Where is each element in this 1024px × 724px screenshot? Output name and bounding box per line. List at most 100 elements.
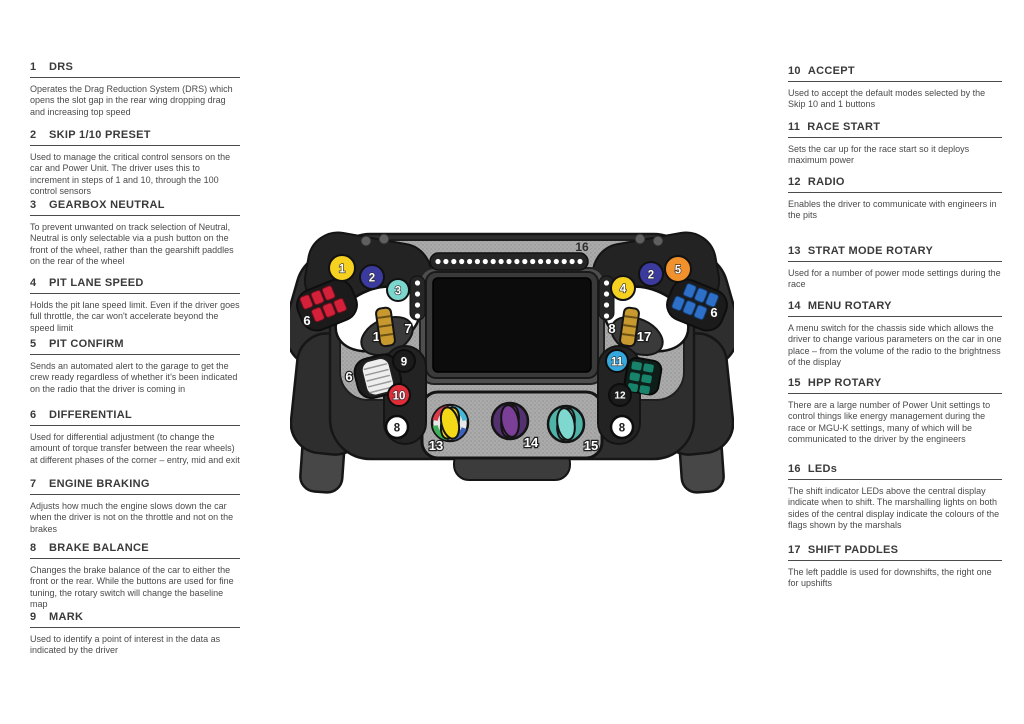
screw-icon <box>652 235 664 247</box>
legend-item-description: Adjusts how much the engine slows down t… <box>30 501 234 534</box>
legend-item-title: ACCEPT <box>807 65 855 77</box>
legend-item-number: 6 <box>30 409 37 421</box>
radio-button-number: 12 <box>614 391 626 402</box>
legend-item-number: 3 <box>30 199 37 211</box>
screw-icon <box>634 233 646 245</box>
race-start-button-number: 11 <box>611 357 624 369</box>
legend-item-title: DIFFERENTIAL <box>49 409 133 421</box>
legend-item-description: The shift indicator LEDs above the centr… <box>788 486 1000 530</box>
callout-16: 16 <box>575 240 589 254</box>
right-marshal-leds <box>603 280 610 319</box>
legend-item-heading: 10 ACCEPT <box>788 66 1002 82</box>
legend-item-heading: 7 ENGINE BRAKING <box>30 479 240 495</box>
rocker-key <box>641 374 652 384</box>
drs-button <box>328 254 356 282</box>
skip-button-number: 2 <box>648 270 654 282</box>
central-display <box>432 277 592 373</box>
legend-item-number: 16 <box>788 463 801 475</box>
callout-7: 7 <box>404 321 411 336</box>
pit-lane-button-number: 4 <box>620 284 627 296</box>
hpp-rotary <box>546 404 586 444</box>
legend-item-heading: 16 LEDs <box>788 464 1002 480</box>
callout-6-right: 6 <box>710 305 717 320</box>
legend-item-description: There are a large number of Power Unit s… <box>788 400 991 444</box>
legend-item-title: SKIP 1/10 PRESET <box>49 129 151 141</box>
rocker-key <box>693 304 708 320</box>
radio-button <box>608 383 632 407</box>
rocker-key <box>333 297 348 314</box>
legend-item-title: GEARBOX NEUTRAL <box>49 199 165 211</box>
legend-item-number: 17 <box>788 544 801 556</box>
legend-item-description: Changes the brake balance of the car to … <box>30 565 234 609</box>
rocker-key <box>311 306 325 323</box>
legend-item-description: Holds the pit lane speed limit. Even if … <box>30 300 240 333</box>
legend-item-description: Used to identify a point of interest in … <box>30 634 221 656</box>
legend-item-title: DRS <box>49 61 74 73</box>
left-marshal-lights <box>409 275 426 321</box>
brake-balance-button-right <box>609 414 635 440</box>
legend-item-title: MARK <box>49 611 84 623</box>
legend-item-title: ENGINE BRAKING <box>49 478 150 490</box>
legend-item-heading: 5 PIT CONFIRM <box>30 339 240 355</box>
legend-item-heading: 3 GEARBOX NEUTRAL <box>30 200 240 216</box>
gearbox-neutral-button <box>386 278 410 302</box>
skip-button-number: 2 <box>369 273 375 285</box>
legend-item-description: Operates the Drag Reduction System (DRS)… <box>30 84 233 117</box>
legend-item-title: LEDs <box>807 463 838 475</box>
legend-item-heading: 6 DIFFERENTIAL <box>30 410 240 426</box>
legend-item-title: SHIFT PADDLES <box>807 544 899 556</box>
menu-rotary <box>490 401 530 441</box>
pit-confirm-button-number: 5 <box>675 265 682 277</box>
legend-item-7: 7 ENGINE BRAKING Adjusts how much the engi… <box>30 479 240 535</box>
brake-balance-rotary <box>619 306 640 348</box>
rocker-key <box>631 361 642 371</box>
rocker-key <box>694 287 708 303</box>
callout-14: 14 <box>524 435 539 450</box>
steering-wheel-svg: 17 17 6 6 16 <box>290 231 734 494</box>
legend-item-number: 10 <box>788 65 801 77</box>
left-diff-rocker <box>296 278 358 332</box>
rocker-key <box>682 300 697 316</box>
legend-item-number: 5 <box>30 338 37 350</box>
brake-balance-button-left <box>384 414 410 440</box>
rocker-key <box>310 289 325 306</box>
legend-item-heading: 1 DRS <box>30 62 240 78</box>
legend-item-2: 2 SKIP 1/10 PRESET Used to manage the crit… <box>30 130 240 197</box>
left-legend-column: 1 DRS Operates the Drag Reduction System (… <box>30 0 240 724</box>
pit-confirm-button <box>664 255 692 283</box>
legend-item-number: 13 <box>788 245 801 257</box>
legend-item-number: 1 <box>30 61 37 73</box>
rocker-key <box>321 285 336 301</box>
brake-balance-button-number: 8 <box>394 423 401 435</box>
legend-item-number: 12 <box>788 176 801 188</box>
race-start-button <box>605 349 629 373</box>
accept-button-number: 10 <box>393 391 406 403</box>
differential-rotary <box>353 353 403 400</box>
legend-item-description: A menu switch for the chassis side which… <box>788 323 1002 367</box>
radio-rocker <box>623 356 663 396</box>
legend-item-number: 7 <box>30 478 37 490</box>
legend-item-number: 9 <box>30 611 37 623</box>
legend-item-title: MENU ROTARY <box>807 300 892 312</box>
rocker-key <box>629 372 641 382</box>
legend-item-title: BRAKE BALANCE <box>49 542 149 554</box>
engine-braking-rotary <box>375 306 396 348</box>
legend-item-title: PIT CONFIRM <box>49 338 124 350</box>
legend-item-number: 2 <box>30 129 37 141</box>
callout-17-right: 17 <box>637 329 651 344</box>
left-marshal-leds <box>414 280 421 319</box>
legend-item-heading: 17 SHIFT PADDLES <box>788 545 1002 561</box>
legend-item-description: Used to manage the critical control sens… <box>30 152 231 196</box>
